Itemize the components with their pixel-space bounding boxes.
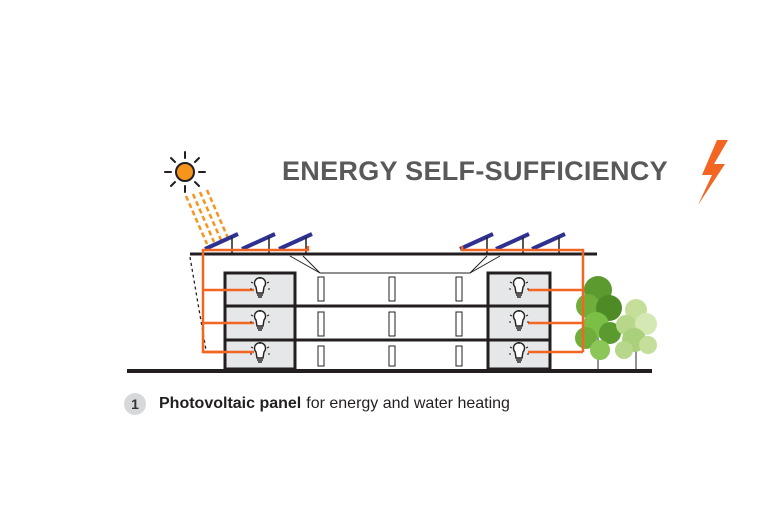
lightbulb-icon	[509, 310, 529, 331]
solar-panels-right	[459, 232, 566, 253]
sun-icon	[164, 151, 206, 193]
power-wiring	[201, 246, 585, 354]
lightning-bolt-icon	[698, 140, 728, 205]
tree-icon	[615, 299, 657, 370]
caption-number-badge: 1	[124, 393, 146, 415]
lightbulb-icon	[250, 310, 270, 331]
building-middle	[295, 276, 488, 367]
lightbulb-icon	[509, 342, 529, 363]
lightbulb-icon	[250, 342, 270, 363]
caption-text: for energy and water heating	[306, 395, 510, 412]
caption: 1 Photovoltaic panel for energy and wate…	[124, 393, 510, 415]
sun-rays	[184, 189, 230, 245]
roof-trusses	[289, 255, 501, 274]
lightbulb-icon	[509, 277, 529, 298]
diagram-title: ENERGY SELF-SUFFICIENCY	[282, 156, 668, 186]
caption-bold-text: Photovoltaic panel	[159, 395, 302, 412]
lightbulb-icon	[250, 277, 270, 298]
